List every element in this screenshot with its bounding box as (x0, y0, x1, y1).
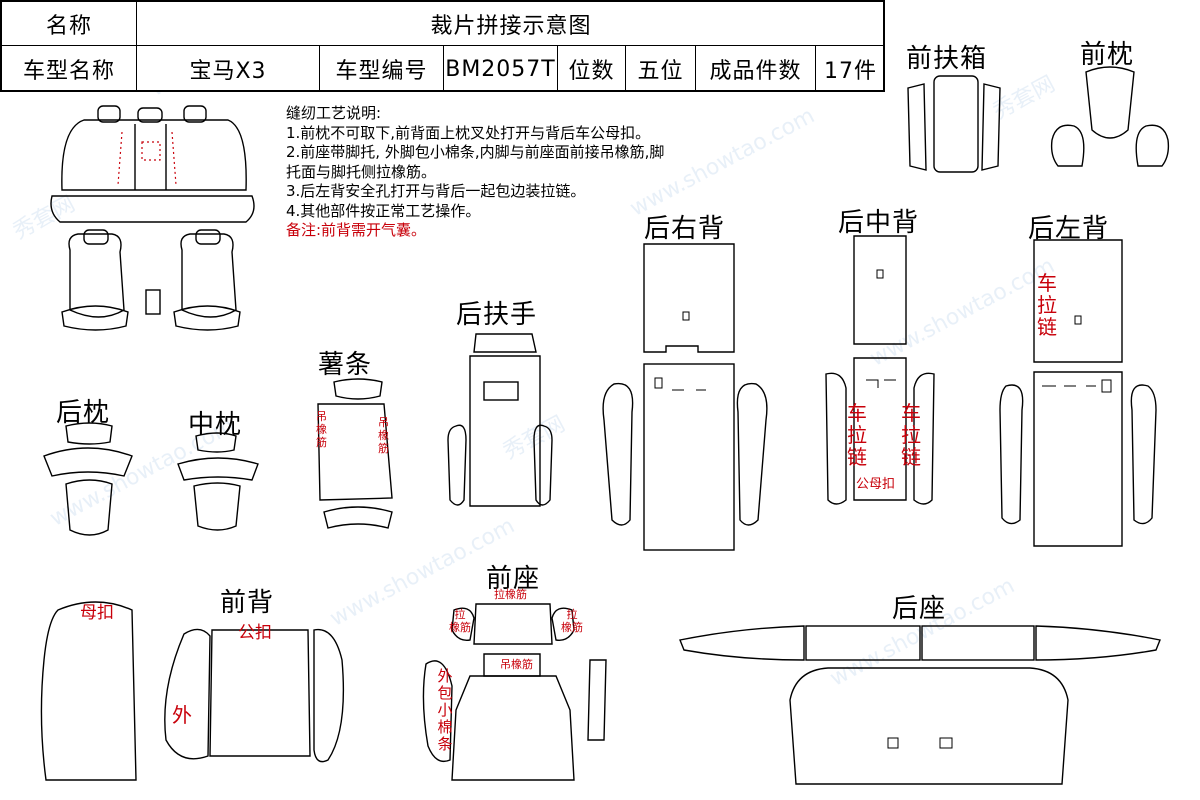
front-pillow-piece (1050, 66, 1170, 167)
strip-piece (317, 378, 393, 529)
rear-middle-back-piece (825, 235, 935, 505)
annotation-pull-elastic: 拉 橡筋 (561, 608, 583, 634)
diagram-title: 裁片拼接示意图 (137, 2, 885, 46)
front-armrest-box-piece (907, 75, 1001, 173)
rear-pillow-piece (43, 422, 133, 536)
label-middle-pillow: 中枕 (188, 410, 243, 440)
model-code: BM2057T (444, 46, 558, 92)
annotation-snap: 公母扣 (856, 477, 896, 492)
notes-line: 2.前座带脚托, 外脚包小棉条,内脚与前座面前接吊橡筋,脚 (286, 143, 665, 161)
rear-left-back-piece (999, 239, 1157, 547)
pieces-value: 17件 (824, 59, 877, 84)
notes-line: 4.其他部件按正常工艺操作。 (286, 201, 481, 220)
annotation-female-snap: 母扣 (80, 603, 114, 623)
label-rear-left-back: 后左背 (1028, 214, 1110, 244)
label-front-armrest-box: 前扶箱 (906, 44, 988, 74)
model-name: 宝马X3 (137, 46, 320, 92)
seats-label: 位数 (558, 46, 626, 92)
front-seat-piece (422, 603, 607, 781)
rear-seat-piece (679, 625, 1161, 785)
model-code-label: 车型编号 (320, 46, 444, 92)
annotation-elastic: 吊 橡 筋 (378, 416, 389, 455)
label-rear-seat: 后座 (892, 594, 947, 624)
annotation-zipper: 车 拉 链 (1037, 271, 1057, 339)
label-front-seat: 前座 (486, 564, 541, 594)
seat-overview-icon (50, 105, 255, 331)
notes-remark: 备注:前背需开气囊。 (286, 221, 427, 239)
annotation-hang-elastic: 吊橡筋 (500, 658, 533, 671)
notes-line: 3.后左背安全孔打开与背后一起包边装拉链。 (286, 182, 586, 200)
annotation-outer-wrap: 外 包 小 棉 条 (437, 667, 453, 753)
annotation-zipper: 车 拉 链 (901, 401, 921, 469)
notes-line: 1.前枕不可取下,前背面上枕叉处打开与背后车公母扣。 (286, 123, 651, 142)
label-rear-right-back: 后右背 (644, 214, 726, 244)
front-back-piece (40, 601, 345, 781)
annotation-pull-elastic: 拉 橡筋 (449, 608, 471, 634)
label-front-back: 前背 (220, 588, 275, 618)
annotation-zipper: 车 拉 链 (847, 401, 867, 469)
notes-heading: 缝纫工艺说明: (286, 104, 382, 122)
sewing-notes: 缝纫工艺说明: 1.前枕不可取下,前背面上枕叉处打开与背后车公母扣。 2.前座带… (286, 104, 664, 241)
annotation-male-snap: 公扣 (238, 623, 272, 643)
label-rear-middle-back: 后中背 (838, 208, 920, 238)
annotation-elastic: 吊 橡 筋 (316, 410, 327, 449)
annotation-pull-elastic: 拉橡筋 (494, 588, 527, 601)
pieces-label: 成品件数 (696, 46, 816, 92)
header-table: 名称 裁片拼接示意图 车型名称 宝马X3 车型编号 BM2057T 位数 五位 … (0, 0, 885, 92)
middle-pillow-piece (177, 432, 259, 531)
annotation-outer: 外 (172, 703, 192, 727)
name-label: 名称 (2, 2, 137, 46)
rear-right-back-piece (602, 243, 768, 551)
label-rear-pillow: 后枕 (56, 398, 111, 428)
notes-line: 托面与脚托侧拉橡筋。 (286, 162, 437, 181)
rear-armrest-piece (447, 333, 553, 507)
seats-value: 五位 (626, 46, 696, 92)
label-strip: 薯条 (318, 350, 373, 380)
label-front-pillow: 前枕 (1080, 40, 1135, 70)
label-rear-armrest: 后扶手 (456, 300, 538, 330)
model-name-label: 车型名称 (2, 46, 137, 92)
